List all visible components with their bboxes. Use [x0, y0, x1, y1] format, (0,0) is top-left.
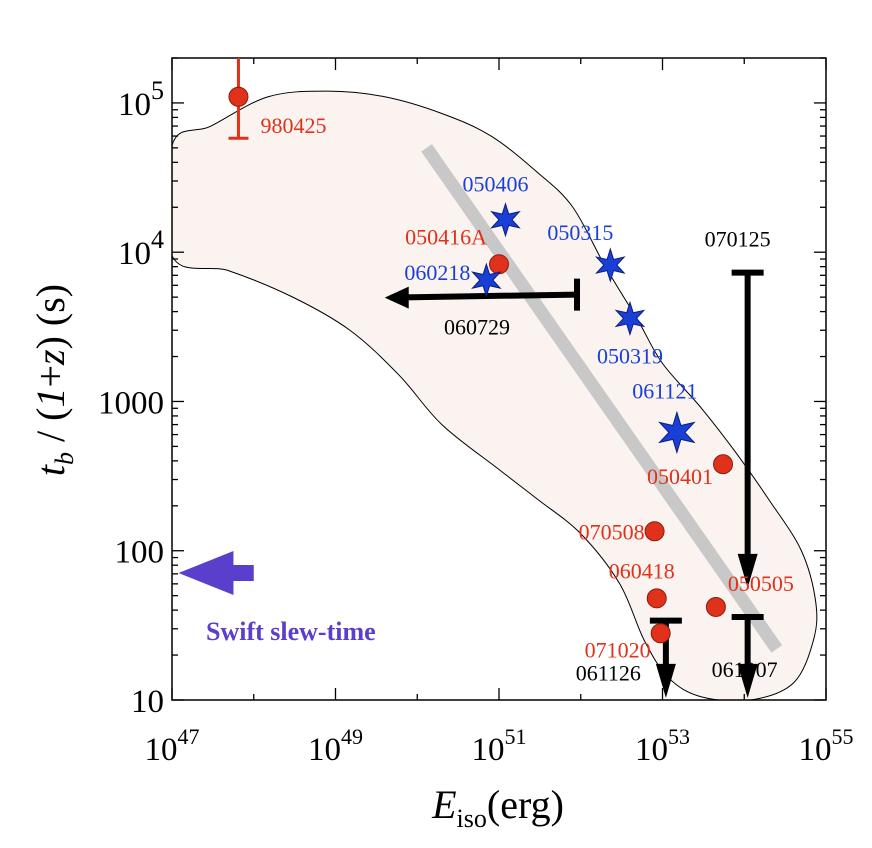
- x-tick-label: 1047: [145, 724, 200, 768]
- point-label-060418: 060418: [609, 558, 675, 583]
- point-label-050315: 050315: [547, 220, 613, 245]
- x-tick-label: 1049: [308, 724, 363, 768]
- point-label-050505: 050505: [728, 571, 794, 596]
- blue-star-060218: [471, 262, 502, 298]
- red-point-050505: [705, 596, 726, 617]
- red-point-070508: [644, 521, 665, 542]
- blue-star-050319: [614, 300, 646, 337]
- y-tick-label: 100: [115, 535, 165, 571]
- plot-frame: 1047 1049 1051 1053 1055 10 100 1000 104 105: [98, 57, 854, 768]
- point-label-980425: 980425: [260, 113, 326, 138]
- limit-arrowhead-061126: [655, 663, 676, 698]
- y-tick-label: 104: [118, 225, 164, 272]
- x-tick-label: 1051: [472, 724, 527, 768]
- swift-slew-label: Swift slew-time: [206, 617, 376, 646]
- allowed-region-shape: [172, 90, 818, 700]
- red-point-071020: [650, 623, 671, 644]
- point-label-050319: 050319: [597, 343, 663, 368]
- blue-star-050406: [490, 202, 521, 238]
- x-tick-label: 1053: [635, 724, 690, 768]
- point-labels: 060729 070125 061126 061007 980425 050416A 050…: [260, 113, 793, 686]
- data-marks: [178, 58, 764, 698]
- y-tick-label: 10: [131, 684, 164, 720]
- trend-line-stroke: [421, 144, 783, 653]
- limit-arrow-060729: [390, 291, 578, 301]
- red-point-060418: [646, 588, 667, 609]
- point-label-061126: 061126: [576, 661, 641, 686]
- red-point-050416A: [489, 254, 509, 275]
- blue-star-061121: [658, 410, 696, 455]
- red-point-050401: [713, 454, 734, 475]
- point-label-050401: 050401: [647, 464, 713, 489]
- red-point-980425: [228, 86, 249, 107]
- y-tick-label: 1000: [98, 385, 164, 421]
- x-tick-label: 1055: [799, 724, 854, 768]
- blue-star-050315: [595, 247, 626, 283]
- swift-slew-arrow-head: [178, 551, 234, 595]
- point-label-061007: 061007: [712, 657, 778, 682]
- y-axis-title: tb / (1+z) (s): [28, 284, 79, 476]
- point-label-050416A: 050416A: [405, 224, 487, 249]
- limit-arrowhead-070125: [737, 553, 758, 588]
- x-axis-title: Eiso(erg): [431, 782, 564, 833]
- point-label-060729: 060729: [444, 315, 510, 340]
- point-label-070125: 070125: [705, 227, 771, 252]
- limit-arrowhead-060729: [384, 286, 409, 309]
- y-tick-label: 105: [118, 76, 164, 123]
- limit-arrowhead-061007: [737, 663, 758, 698]
- point-label-050406: 050406: [462, 172, 528, 197]
- point-label-061121: 061121: [632, 378, 697, 403]
- allowed-region: [172, 90, 818, 700]
- point-label-060218: 060218: [404, 260, 470, 285]
- point-label-071020: 071020: [585, 637, 651, 662]
- trend-line: [421, 144, 783, 653]
- point-label-070508: 070508: [579, 519, 645, 544]
